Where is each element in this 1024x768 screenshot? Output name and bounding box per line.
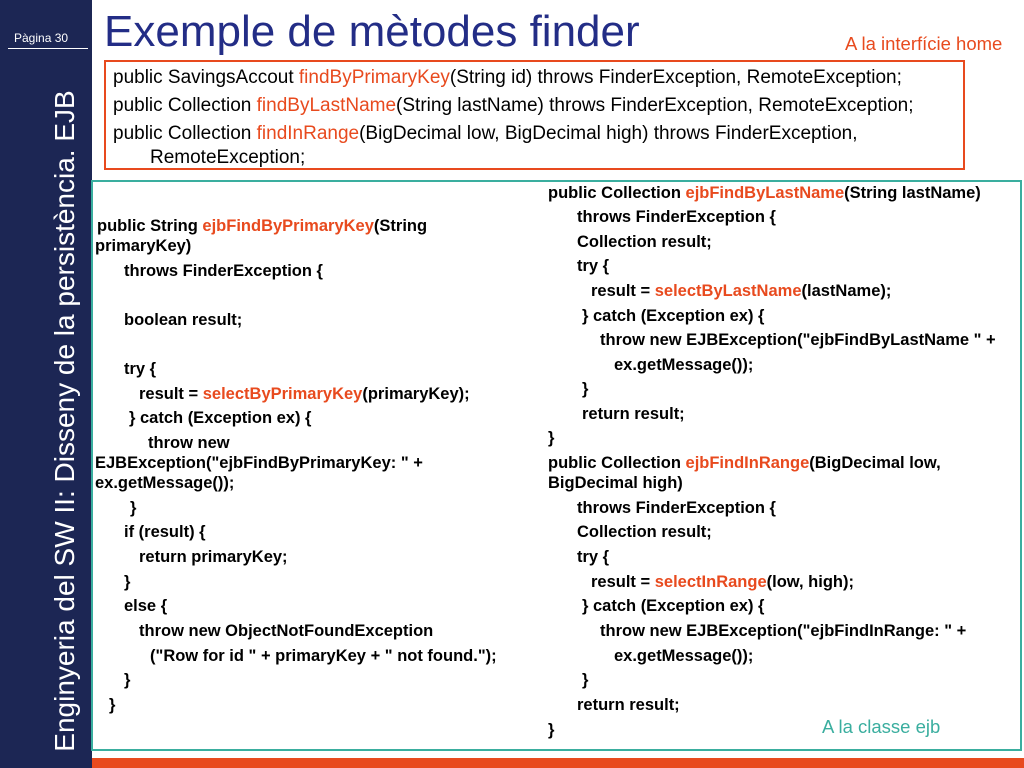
- bottom-accent-bar: [92, 758, 1024, 768]
- home-method-line: RemoteException;: [150, 147, 306, 168]
- ejb-code-left-column: public String ejbFindByPrimaryKey(String…: [93, 182, 497, 714]
- code-line: throws FinderException {: [577, 208, 776, 226]
- method-name: ejbFindByPrimaryKey: [202, 217, 374, 235]
- code-text: public Collection: [113, 123, 257, 144]
- code-text: (String lastName) throws FinderException…: [396, 95, 914, 116]
- code-text: public Collection: [548, 184, 686, 202]
- code-text: (String lastName): [844, 184, 981, 202]
- code-line: throws FinderException {: [577, 499, 776, 517]
- ejb-class-caption: A la classe ejb: [822, 716, 941, 737]
- code-text: public Collection: [113, 95, 257, 116]
- page-number: Pàgina 30: [14, 31, 69, 45]
- course-title-vertical: Enginyeria del SW II: Disseny de la pers…: [49, 90, 80, 752]
- code-line: return primaryKey;: [139, 548, 288, 566]
- method-name: ejbFindInRange: [685, 454, 810, 472]
- code-text: (String id) throws FinderException, Remo…: [449, 67, 902, 88]
- code-line: try {: [124, 360, 157, 378]
- code-line: } catch (Exception ex) {: [582, 307, 765, 325]
- code-line: if (result) {: [124, 523, 206, 541]
- slide-title: Exemple de mètodes finder: [104, 7, 640, 56]
- ejb-class-box: public String ejbFindByPrimaryKey(String…: [91, 180, 1022, 751]
- code-line: }: [548, 429, 555, 447]
- home-interface-box: public SavingsAccout findByPrimaryKey(St…: [104, 60, 965, 170]
- method-name: selectByLastName: [654, 282, 802, 300]
- code-text: (String: [373, 217, 428, 235]
- code-line: return result;: [577, 696, 680, 714]
- home-method-line: public Collection findInRange(BigDecimal…: [113, 123, 858, 145]
- code-line: else {: [124, 597, 168, 615]
- code-line: ex.getMessage());: [614, 647, 754, 665]
- code-line: }: [124, 573, 131, 591]
- method-name: findByPrimaryKey: [298, 67, 450, 88]
- method-name: findByLastName: [256, 95, 397, 116]
- home-interface-caption: A la interfície home: [845, 33, 1003, 54]
- code-line: Collection result;: [577, 523, 712, 541]
- code-text: (lastName);: [801, 282, 892, 300]
- code-line: EJBException("ejbFindByPrimaryKey: " +: [95, 454, 423, 472]
- code-line: }: [548, 721, 555, 739]
- home-method-line: public Collection findByLastName(String …: [113, 95, 913, 117]
- code-text: result =: [139, 385, 203, 403]
- code-line: BigDecimal high): [548, 474, 683, 492]
- code-line: }: [109, 696, 116, 714]
- code-text: result =: [591, 573, 655, 591]
- code-line: }: [130, 499, 137, 517]
- code-line: result = selectInRange(low, high);: [591, 572, 854, 592]
- ejb-code-right-column: public Collection ejbFindByLastName(Stri…: [548, 182, 996, 739]
- page-number-divider: [8, 48, 88, 49]
- code-line: throws FinderException {: [124, 262, 323, 280]
- code-line: throw new: [148, 434, 230, 452]
- sidebar: Pàgina 30 Enginyeria del SW II: Disseny …: [0, 0, 92, 768]
- code-line: }: [582, 380, 589, 398]
- code-text: public Collection: [548, 454, 686, 472]
- code-text: (BigDecimal low,: [809, 454, 941, 472]
- code-text: (primaryKey);: [362, 385, 470, 403]
- method-name: selectInRange: [654, 573, 767, 591]
- code-line: ("Row for id " + primaryKey + " not foun…: [150, 647, 497, 665]
- code-line: throw new EJBException("ejbFindByLastNam…: [600, 331, 996, 349]
- code-line: ex.getMessage());: [95, 474, 235, 492]
- code-line: public String ejbFindByPrimaryKey(String: [97, 216, 427, 236]
- method-name: findInRange: [256, 123, 360, 144]
- code-line: }: [582, 671, 589, 689]
- code-line: throw new EJBException("ejbFindInRange: …: [600, 622, 967, 640]
- code-line: Collection result;: [577, 233, 712, 251]
- code-line: result = selectByLastName(lastName);: [591, 281, 891, 301]
- code-line: ex.getMessage());: [614, 356, 754, 374]
- code-text: (BigDecimal low, BigDecimal high) throws…: [359, 123, 858, 144]
- code-line: try {: [577, 257, 610, 275]
- method-name: ejbFindByLastName: [685, 184, 845, 202]
- code-text: public SavingsAccout: [113, 67, 299, 88]
- method-name: selectByPrimaryKey: [202, 385, 363, 403]
- code-line: try {: [577, 548, 610, 566]
- code-line: boolean result;: [124, 311, 243, 329]
- code-line: }: [124, 671, 131, 689]
- code-line: throw new ObjectNotFoundException: [139, 622, 434, 640]
- home-method-line: public SavingsAccout findByPrimaryKey(St…: [113, 67, 902, 89]
- code-line: } catch (Exception ex) {: [129, 409, 312, 427]
- code-line: return result;: [582, 405, 685, 423]
- code-line: } catch (Exception ex) {: [582, 597, 765, 615]
- code-line: result = selectByPrimaryKey(primaryKey);: [139, 384, 470, 404]
- code-line: public Collection ejbFindByLastName(Stri…: [548, 183, 981, 203]
- code-line: primaryKey): [95, 237, 192, 255]
- code-line: public Collection ejbFindInRange(BigDeci…: [548, 453, 941, 473]
- code-text: result =: [591, 282, 655, 300]
- code-text: (low, high);: [766, 573, 854, 591]
- code-text: public String: [97, 217, 203, 235]
